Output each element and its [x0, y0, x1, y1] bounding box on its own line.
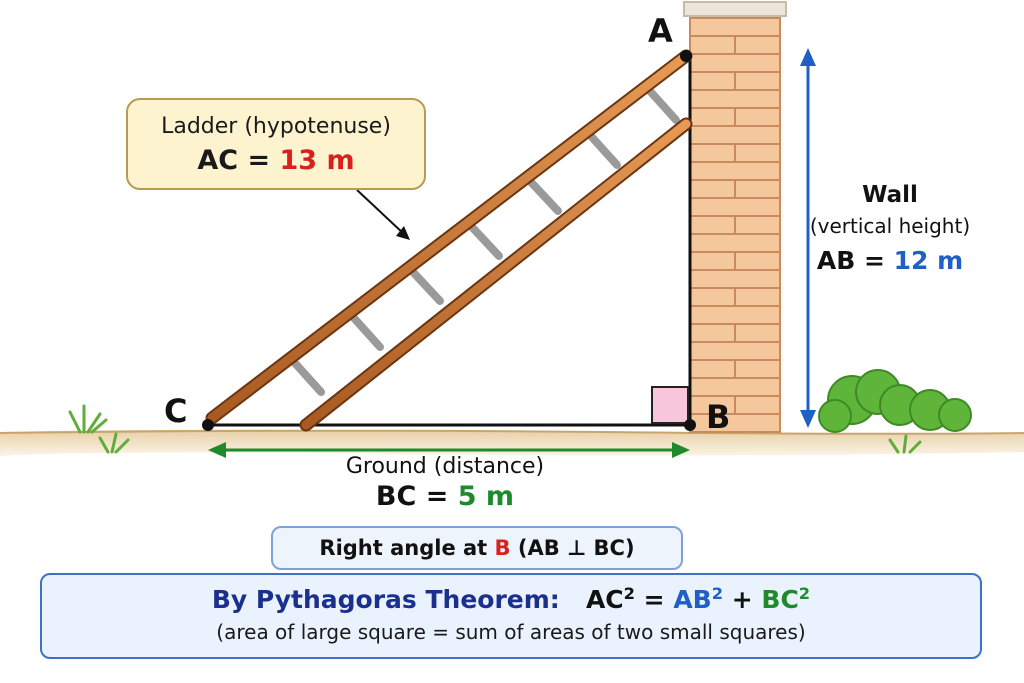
theorem-equation: By Pythagoras Theorem: AC2 = AB2 + BC2	[42, 585, 980, 614]
point-a-label: A	[648, 12, 673, 50]
theorem-label: By Pythagoras Theorem:	[211, 585, 560, 614]
ground-equation: BC = 5 m	[300, 481, 590, 512]
right-angle-marker	[651, 386, 689, 424]
wall-height-arrow	[800, 48, 816, 428]
ground-title: Ground (distance)	[345, 454, 545, 479]
bush	[818, 369, 972, 433]
right-angle-suffix: (AB ⊥ BC)	[510, 536, 635, 560]
wall-title: Wall	[862, 182, 918, 208]
theorem-caption: (area of large square = sum of areas of …	[216, 620, 806, 644]
brick-wall	[689, 13, 781, 433]
ladder-callout-title: Ladder (hypotenuse)	[161, 114, 391, 139]
ground-distance-arrow	[208, 442, 690, 458]
ladder-rungs	[290, 86, 680, 396]
theorem-plus: +	[723, 585, 762, 614]
ladder-eq-prefix: AC =	[197, 145, 280, 176]
point-a-dot	[680, 50, 692, 62]
grass-left	[68, 404, 130, 454]
ground-eq-prefix: BC =	[375, 481, 458, 512]
grass-right	[888, 434, 922, 454]
ladder-length-value: 13 m	[279, 145, 355, 176]
right-angle-vertex: B	[494, 536, 511, 560]
wall-height-value: 12 m	[893, 246, 964, 275]
point-b-dot	[684, 419, 696, 431]
ground-label: Ground (distance) BC = 5 m	[300, 454, 590, 512]
wall-eq-prefix: AB =	[816, 246, 894, 275]
callout-arrow	[356, 189, 405, 235]
ground-line	[0, 429, 1024, 435]
ladder-callout-equation: AC = 13 m	[128, 145, 424, 176]
theorem-equals: =	[634, 585, 674, 614]
right-angle-prefix: Right angle at	[319, 536, 495, 560]
theorem-lhs: AC	[585, 585, 624, 614]
right-angle-note: Right angle at B (AB ⊥ BC)	[271, 526, 683, 570]
theorem-box: By Pythagoras Theorem: AC2 = AB2 + BC2 (…	[40, 573, 982, 659]
point-c-label: C	[164, 392, 187, 430]
point-b-label: B	[706, 398, 730, 436]
ladder	[205, 49, 693, 432]
ladder-callout: Ladder (hypotenuse) AC = 13 m	[126, 98, 426, 190]
wall-equation: AB = 12 m	[800, 246, 980, 275]
point-c-dot	[202, 419, 214, 431]
wall-subtitle: (vertical height)	[809, 214, 971, 238]
theorem-term-bc: BC2	[761, 584, 811, 614]
wall-cap	[683, 1, 787, 17]
theorem-term-ab: AB2	[673, 584, 724, 614]
wall-label: Wall (vertical height) AB = 12 m	[800, 182, 980, 275]
ground-distance-value: 5 m	[457, 481, 515, 512]
theorem-lhs-exp: 2	[623, 584, 635, 604]
